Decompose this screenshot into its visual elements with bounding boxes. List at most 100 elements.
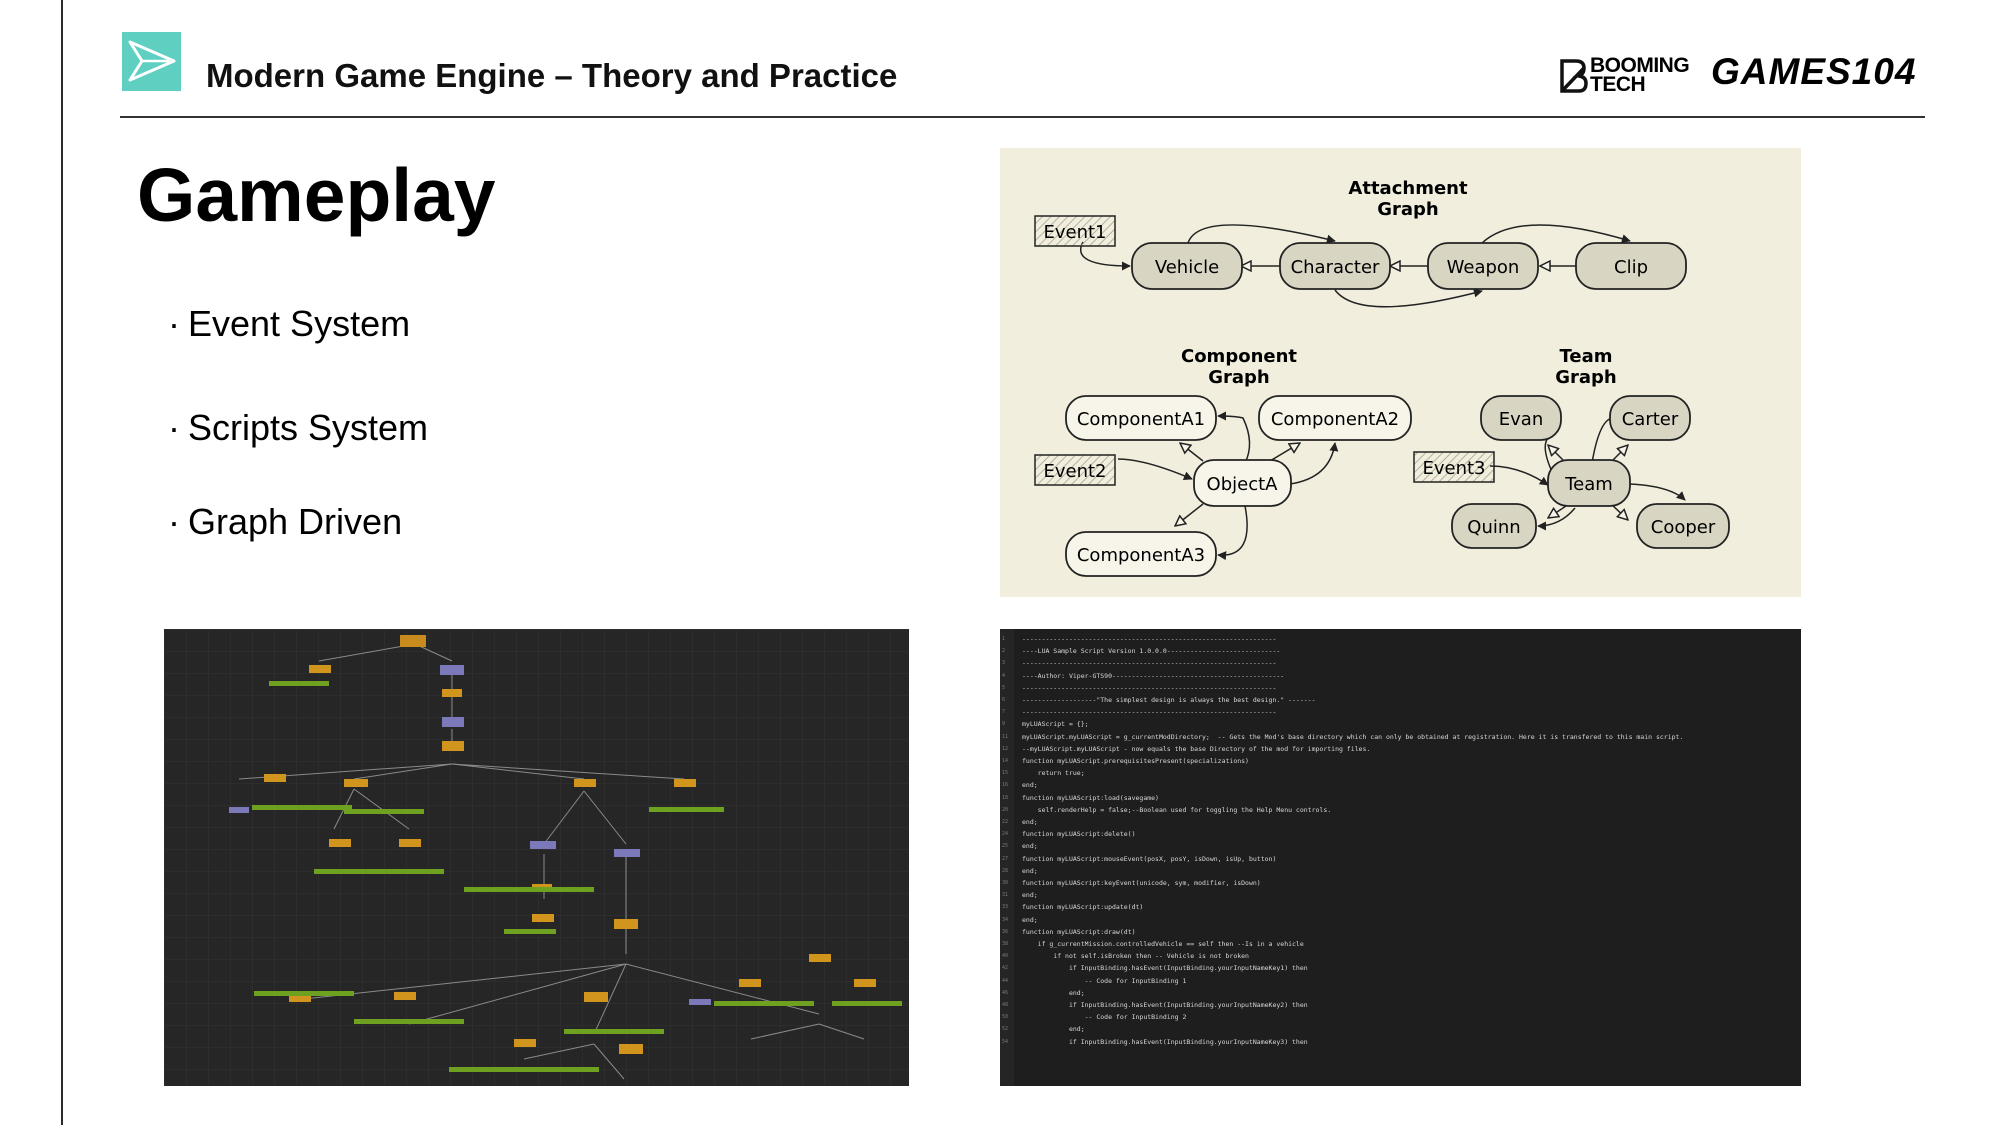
code-line: if not self.isBroken then -- Vehicle is … bbox=[1022, 952, 1249, 961]
code-line-number: 34 bbox=[1002, 916, 1009, 923]
node-evan: Evan bbox=[1499, 409, 1543, 430]
code-line-number: 5 bbox=[1002, 684, 1006, 691]
node-quinn-shape bbox=[1451, 503, 1537, 549]
code-line: end; bbox=[1022, 866, 1038, 875]
code-line: end; bbox=[1022, 842, 1038, 851]
code-line-number: 18 bbox=[1002, 794, 1009, 801]
code-line-number: 36 bbox=[1002, 928, 1009, 935]
code-line: return true; bbox=[1022, 769, 1085, 778]
code-line: ----------------------------------------… bbox=[1022, 708, 1277, 717]
code-line-number: 7 bbox=[1002, 709, 1006, 716]
tech-text: TECH bbox=[1590, 73, 1646, 96]
code-line: if InputBinding.hasEvent(InputBinding.yo… bbox=[1022, 1037, 1308, 1046]
node-team: Team bbox=[1564, 474, 1613, 495]
node-clip-shape bbox=[1575, 242, 1687, 290]
code-line: ----Author: Viper-GTS90-----------------… bbox=[1022, 671, 1285, 680]
code-line-number: 38 bbox=[1002, 941, 1009, 947]
node-cooper-shape bbox=[1636, 503, 1730, 549]
line-number-gutter bbox=[1000, 629, 1014, 1086]
games104-logo: GAMES104 bbox=[1711, 51, 1917, 92]
code-line-number: 15 bbox=[1002, 770, 1009, 777]
node-cooper: Cooper bbox=[1651, 517, 1716, 538]
code-line-number: 30 bbox=[1002, 880, 1009, 886]
code-line-number: 52 bbox=[1002, 1026, 1009, 1033]
code-line-number: 14 bbox=[1002, 758, 1009, 764]
code-line-number: 4 bbox=[1002, 672, 1006, 679]
code-line-number: 50 bbox=[1002, 1014, 1009, 1021]
code-line: -------------------"The simplest design … bbox=[1022, 696, 1316, 704]
node-weapon: Weapon bbox=[1447, 257, 1520, 278]
node-vehicle: Vehicle bbox=[1155, 257, 1219, 278]
code-line: function myLUAScript:load(savegame) bbox=[1022, 793, 1159, 802]
code-line-number: 42 bbox=[1002, 965, 1009, 972]
code-line: myLUAScript = {}; bbox=[1022, 720, 1089, 729]
header-divider bbox=[120, 116, 1925, 118]
node-event2: Event2 bbox=[1043, 461, 1106, 482]
code-line-number: 28 bbox=[1002, 867, 1009, 874]
code-line-number: 9 bbox=[1002, 721, 1006, 728]
code-line: -- Code for InputBinding 2 bbox=[1022, 1013, 1187, 1022]
node-componenta2: ComponentA2 bbox=[1271, 409, 1399, 430]
component-graph-title-1: Component bbox=[1181, 346, 1297, 367]
code-line-number: 6 bbox=[1002, 697, 1006, 703]
code-line-number: 27 bbox=[1002, 855, 1009, 862]
code-line: end; bbox=[1022, 915, 1038, 924]
code-line: --myLUAScript.myLUAScript - now equals t… bbox=[1022, 744, 1371, 753]
node-carter-shape bbox=[1609, 395, 1691, 441]
tree-nodes bbox=[229, 635, 902, 1072]
node-event1: Event1 bbox=[1043, 222, 1106, 243]
team-graph-title-1: Team bbox=[1560, 346, 1613, 367]
graph-diagram: Attachment Graph Component Graph Team Gr… bbox=[1000, 148, 1801, 597]
code-line: function myLUAScript:keyEvent(unicode, s… bbox=[1022, 879, 1261, 887]
left-vertical-rule bbox=[61, 0, 63, 1125]
attachment-graph-title-2: Graph bbox=[1377, 199, 1439, 220]
slide-title: Gameplay bbox=[137, 153, 496, 237]
code-line: function myLUAScript:mouseEvent(posX, po… bbox=[1022, 854, 1277, 863]
node-event3: Event3 bbox=[1422, 458, 1485, 479]
node-quinn: Quinn bbox=[1467, 517, 1520, 538]
node-componenta1-shape bbox=[1065, 395, 1217, 441]
code-line-number: 1 bbox=[1002, 636, 1006, 642]
code-line-number: 11 bbox=[1002, 733, 1009, 740]
node-character-shape bbox=[1279, 242, 1391, 290]
node-objecta-shape bbox=[1193, 459, 1292, 507]
code-line-number: 44 bbox=[1002, 977, 1009, 984]
code-line: end; bbox=[1022, 891, 1038, 900]
node-vehicle-shape bbox=[1131, 242, 1243, 290]
bullet-event-system: ·Event System bbox=[168, 303, 411, 344]
code-line: myLUAScript.myLUAScript = g_currentModDi… bbox=[1022, 732, 1684, 741]
code-line-number: 40 bbox=[1002, 953, 1009, 960]
code-line: if g_currentMission.controlledVehicle ==… bbox=[1022, 940, 1304, 948]
code-line: if InputBinding.hasEvent(InputBinding.yo… bbox=[1022, 964, 1308, 973]
code-line: end; bbox=[1022, 988, 1085, 997]
code-line: ----------------------------------------… bbox=[1022, 683, 1277, 692]
code-line: ----------------------------------------… bbox=[1022, 635, 1277, 643]
attachment-graph-title-1: Attachment bbox=[1348, 178, 1468, 199]
code-line-number: 3 bbox=[1002, 660, 1006, 667]
node-componenta1: ComponentA1 bbox=[1077, 409, 1205, 430]
code-line-number: 25 bbox=[1002, 843, 1009, 850]
node-event2-shape bbox=[1034, 454, 1116, 486]
component-graph-title-2: Graph bbox=[1208, 367, 1270, 388]
code-line-number: 2 bbox=[1002, 648, 1006, 655]
code-line: -- Code for InputBinding 1 bbox=[1022, 976, 1187, 985]
code-line: end; bbox=[1022, 818, 1038, 826]
booming-tech-logo: BOOMING TECH bbox=[1557, 55, 1692, 97]
code-line: ----------------------------------------… bbox=[1022, 659, 1277, 668]
code-line: end; bbox=[1022, 1025, 1085, 1034]
code-line: function myLUAScript:draw(dt) bbox=[1022, 927, 1136, 936]
team-graph-title-2: Graph bbox=[1555, 367, 1617, 388]
code-line-number: 12 bbox=[1002, 745, 1009, 752]
node-carter: Carter bbox=[1622, 409, 1679, 430]
course-logo-icon bbox=[122, 32, 181, 91]
code-line-number: 54 bbox=[1002, 1038, 1009, 1045]
code-line: end; bbox=[1022, 781, 1038, 790]
bullet-scripts-system: ·Scripts System bbox=[168, 407, 429, 448]
code-line-number: 16 bbox=[1002, 782, 1009, 789]
booming-tech-icon bbox=[1560, 59, 1588, 93]
code-line: if InputBinding.hasEvent(InputBinding.yo… bbox=[1022, 1001, 1308, 1009]
node-event1-shape bbox=[1034, 215, 1116, 247]
node-objecta: ObjectA bbox=[1207, 474, 1279, 495]
course-title: Modern Game Engine – Theory and Practice bbox=[206, 57, 898, 94]
node-componenta3: ComponentA3 bbox=[1077, 545, 1205, 566]
